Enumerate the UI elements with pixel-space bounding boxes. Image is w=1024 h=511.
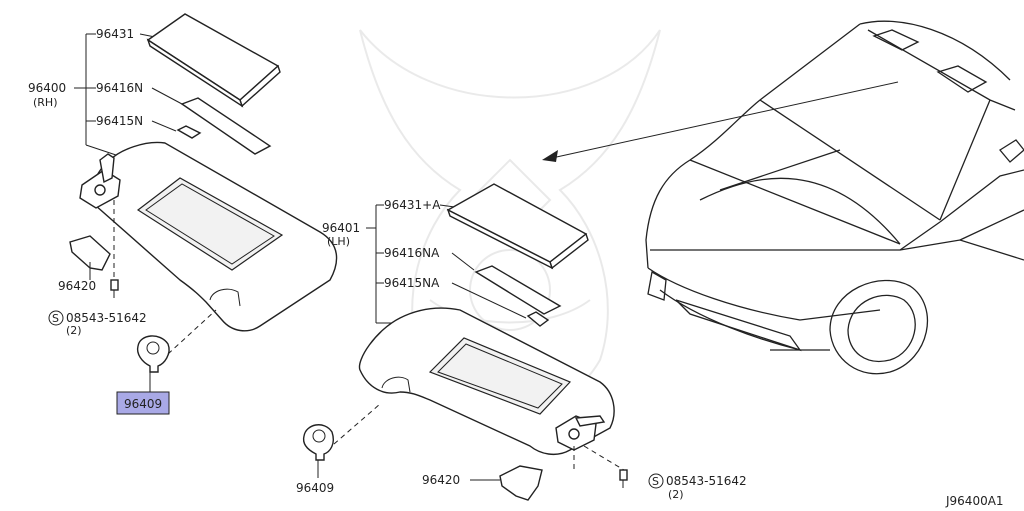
label-96420-rh: 96420 bbox=[58, 279, 96, 293]
film-96416N bbox=[180, 97, 272, 155]
label-96401-side: (LH) bbox=[327, 235, 350, 248]
label-96416N: 96416N bbox=[96, 81, 143, 95]
diagram-code: J96400A1 bbox=[945, 494, 1004, 508]
mirror-cover-96431 bbox=[146, 13, 281, 108]
label-96415NA: 96415NA bbox=[384, 276, 440, 290]
hinge-lh bbox=[555, 415, 606, 451]
pin-96415NA bbox=[526, 311, 550, 327]
holder-96409-lh bbox=[302, 424, 334, 461]
screw-lh bbox=[619, 469, 628, 488]
car-illustration bbox=[645, 20, 1024, 375]
label-96415N: 96415N bbox=[96, 114, 143, 128]
highlight-96409 bbox=[116, 391, 170, 415]
hinge-rh bbox=[79, 153, 121, 209]
label-96409-lh: 96409 bbox=[296, 481, 334, 495]
clip-96420-lh bbox=[499, 465, 543, 501]
sun-visor-rh bbox=[90, 141, 338, 332]
svg-text:S: S bbox=[652, 475, 659, 488]
screw-rh bbox=[110, 279, 119, 298]
label-96400-side: (RH) bbox=[33, 96, 58, 109]
svg-text:S: S bbox=[52, 312, 59, 325]
mirror-cover-96431A bbox=[446, 183, 589, 270]
label-screw-lh: 08543-51642 bbox=[666, 474, 747, 488]
label-96400: 96400 bbox=[28, 81, 66, 95]
label-96409-rh: 96409 bbox=[124, 397, 162, 411]
bracket-96400 bbox=[74, 33, 126, 159]
bracket-96401 bbox=[366, 204, 408, 324]
label-screw-rh-qty: (2) bbox=[66, 324, 82, 337]
label-screw-lh-qty: (2) bbox=[668, 488, 684, 501]
label-96416NA: 96416NA bbox=[384, 246, 440, 260]
screw-lh-symbol: S bbox=[648, 473, 664, 489]
film-96416NA bbox=[474, 265, 562, 315]
sun-visor-lh bbox=[358, 307, 615, 456]
holder-96409-rh bbox=[136, 335, 170, 373]
pointer-arrow bbox=[542, 81, 899, 162]
screw-rh-symbol: S bbox=[48, 310, 64, 326]
label-96431A: 96431+A bbox=[384, 198, 441, 212]
label-screw-rh: 08543-51642 bbox=[66, 311, 147, 325]
label-96401: 96401 bbox=[322, 221, 360, 235]
label-96420-lh: 96420 bbox=[422, 473, 460, 487]
label-96431: 96431 bbox=[96, 27, 134, 41]
pin-96415N bbox=[176, 125, 202, 139]
clip-96420-rh bbox=[69, 235, 111, 271]
